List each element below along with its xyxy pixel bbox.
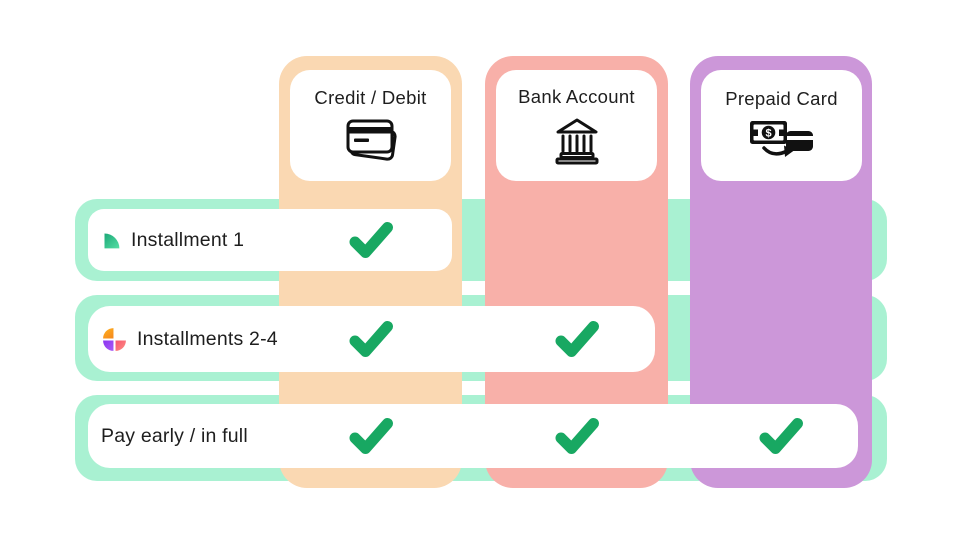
column-title: Prepaid Card [725,88,838,109]
column-header-credit-debit: Credit / Debit [290,70,451,181]
row-installments-2-4: Installments 2-4 [88,306,655,372]
row-installment-1: Installment 1 [88,209,452,271]
column-title: Bank Account [518,86,635,107]
column-header-prepaid-card: Prepaid Card $ [701,70,862,181]
row-label: Pay early / in full [101,424,248,447]
column-header-bank-account: Bank Account [496,70,657,181]
column-title: Credit / Debit [314,87,427,108]
quarter-pie-icon [104,233,120,248]
row-pay-early-in-full: Pay early / in full [88,404,858,468]
svg-text:$: $ [765,128,771,140]
credit-card-icon [346,119,397,161]
row-label: Installment 1 [131,228,245,251]
three-quarter-pie-icon [103,327,126,351]
cash-to-card-icon: $ [749,121,813,157]
row-label: Installments 2-4 [137,327,278,350]
bank-icon [555,118,598,165]
